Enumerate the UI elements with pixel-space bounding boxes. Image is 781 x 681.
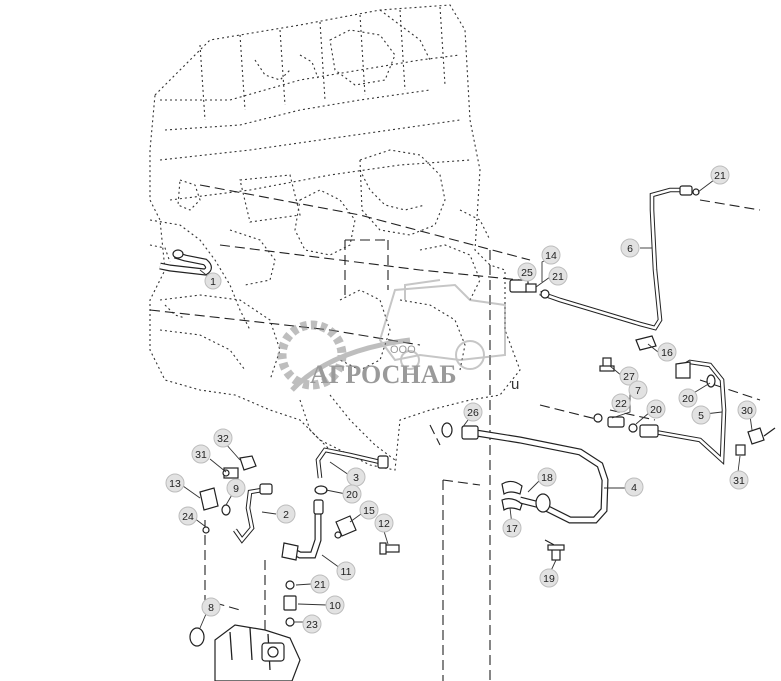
svg-text:17: 17 (506, 523, 518, 535)
stray-character: u (511, 376, 519, 393)
callout-12: 12 (374, 513, 394, 533)
watermark-prefix: ООО (390, 344, 416, 356)
parts (159, 185, 776, 681)
leader-lines (182, 179, 753, 629)
callout-27: 27 (619, 366, 639, 386)
engine-outline (149, 4, 521, 471)
svg-text:5: 5 (698, 410, 704, 422)
svg-text:21: 21 (714, 170, 726, 182)
callout-21: 21 (310, 574, 330, 594)
callout-16: 16 (657, 342, 677, 362)
svg-text:14: 14 (545, 250, 557, 262)
svg-text:1: 1 (210, 276, 216, 288)
svg-text:30: 30 (741, 405, 753, 417)
callout-15: 15 (359, 500, 379, 520)
svg-text:21: 21 (552, 271, 564, 283)
svg-text:9: 9 (233, 483, 239, 495)
svg-text:25: 25 (521, 267, 533, 279)
svg-text:10: 10 (329, 600, 341, 612)
callout-21: 21 (710, 165, 730, 185)
svg-text:18: 18 (541, 472, 553, 484)
callout-19: 19 (539, 568, 559, 588)
callout-20: 20 (678, 388, 698, 408)
svg-text:12: 12 (378, 518, 390, 530)
svg-text:15: 15 (363, 505, 375, 517)
callout-7: 7 (628, 380, 648, 400)
callout-11: 11 (336, 561, 356, 581)
callout-10: 10 (325, 595, 345, 615)
callout-20: 20 (646, 399, 666, 419)
svg-text:21: 21 (314, 579, 326, 591)
callout-23: 23 (302, 614, 322, 634)
svg-text:32: 32 (217, 433, 229, 445)
callout-30: 30 (737, 400, 757, 420)
svg-text:4: 4 (631, 482, 637, 494)
callout-31: 31 (729, 470, 749, 490)
svg-text:20: 20 (650, 404, 662, 416)
svg-text:3: 3 (353, 472, 359, 484)
callout-5: 5 (691, 405, 711, 425)
svg-text:2: 2 (283, 509, 289, 521)
callout-26: 26 (463, 402, 483, 422)
callout-13: 13 (165, 473, 185, 493)
callout-17: 17 (502, 518, 522, 538)
svg-text:22: 22 (615, 398, 627, 410)
svg-text:7: 7 (635, 385, 641, 397)
callout-21: 21 (548, 266, 568, 286)
callout-32: 32 (213, 428, 233, 448)
watermark-company-name: АГРОСНАБ (310, 360, 457, 389)
callout-1: 1 (204, 272, 222, 290)
svg-text:13: 13 (169, 478, 181, 490)
callout-2: 2 (276, 504, 296, 524)
callout-6: 6 (620, 238, 640, 258)
callout-22: 22 (611, 393, 631, 413)
svg-text:20: 20 (682, 393, 694, 405)
watermark-logo (277, 279, 506, 392)
callout-4: 4 (624, 477, 644, 497)
callout-3: 3 (346, 467, 366, 487)
callout-20: 20 (342, 484, 362, 504)
svg-text:11: 11 (341, 566, 352, 578)
svg-text:26: 26 (467, 407, 479, 419)
callout-14: 14 (541, 245, 561, 265)
callout-25: 25 (517, 262, 537, 282)
svg-text:19: 19 (543, 573, 555, 585)
svg-text:23: 23 (306, 619, 318, 631)
svg-text:31: 31 (195, 449, 207, 461)
svg-text:20: 20 (346, 489, 358, 501)
svg-text:6: 6 (627, 243, 633, 255)
svg-text:24: 24 (182, 511, 194, 523)
svg-text:16: 16 (661, 347, 673, 359)
callouts: 21 6 14 25 21 16 27 7 22 20 20 5 30 31 2… (165, 165, 757, 634)
callout-9: 9 (226, 478, 246, 498)
svg-text:31: 31 (733, 475, 745, 487)
svg-text:8: 8 (208, 602, 214, 614)
callout-31: 31 (191, 444, 211, 464)
svg-text:27: 27 (623, 371, 635, 383)
callout-24: 24 (178, 506, 198, 526)
callout-8: 8 (201, 597, 221, 617)
callout-18: 18 (537, 467, 557, 487)
